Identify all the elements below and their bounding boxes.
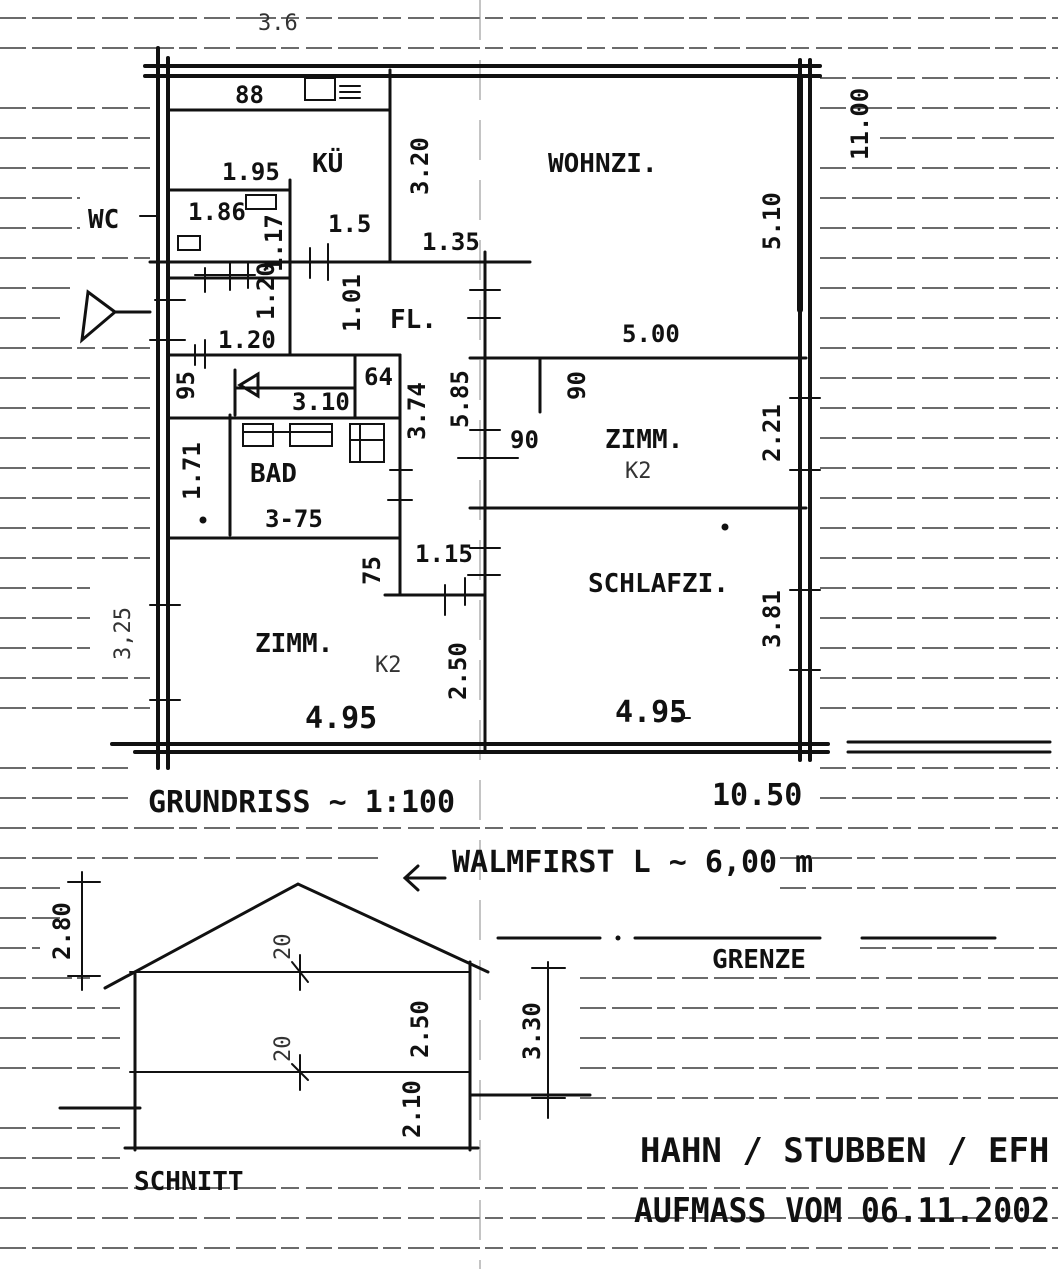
dim-slab-a: 20: [271, 934, 296, 961]
dim-90-a: 90: [563, 371, 591, 400]
dim-lower: 2.10: [398, 1080, 426, 1138]
dim-total-depth: 11.00: [846, 88, 874, 160]
dim-1-17: 1.17: [260, 214, 288, 272]
dim-2-50-a: 2.50: [444, 642, 472, 700]
dim-roof-height: 2.80: [48, 902, 76, 960]
dim-3-81: 3.81: [758, 590, 786, 648]
dim-88: 88: [235, 81, 264, 109]
dim-4-95-a: 4.95: [305, 701, 377, 736]
dim-3-10: 3.10: [292, 388, 350, 416]
dim-storey: 2.50: [406, 1000, 434, 1058]
dim-5-85: 5.85: [446, 370, 474, 428]
dim-1-86: 1.86: [188, 198, 246, 226]
dim-1-71: 1.71: [178, 442, 206, 500]
room-flur: FL.: [390, 305, 437, 335]
boundary-label: GRENZE: [712, 945, 806, 975]
dim-slab-b: 20: [271, 1036, 296, 1063]
footer-note: HAHN / STUBBEN / EFH AUFMASS VOM 06.11.2…: [634, 1131, 1050, 1231]
dim-75: 75: [358, 556, 386, 585]
top-partial-dim: 3.6: [258, 11, 298, 36]
section-labels: WALMFIRST L ~ 6,00 m GRENZE 2.80 20 20 2…: [48, 845, 813, 1197]
dim-total-height: 3.30: [518, 1002, 546, 1060]
room-zimmer-left-note: K2: [375, 653, 402, 678]
left-partial-dim: 3,25: [111, 607, 136, 660]
dim-1-01: 1.01: [338, 274, 366, 332]
dim-3-20: 3.20: [406, 137, 434, 195]
dim-95: 95: [172, 371, 200, 400]
room-kueche: KÜ: [312, 146, 343, 179]
plan-labels: 3.6 88 1.95 KÜ 3.20 WOHNZI. 11.00 5.10 W…: [88, 11, 874, 820]
dim-2-21: 2.21: [758, 404, 786, 462]
dim-1-15: 1.15: [415, 540, 473, 568]
dim-5-00: 5.00: [622, 320, 680, 348]
room-schlafzimmer: SCHLAFZI.: [588, 569, 729, 599]
label-wc: WC: [88, 205, 119, 235]
ridge-note: WALMFIRST L ~ 6,00 m: [452, 845, 813, 880]
section-title: SCHNITT: [134, 1167, 244, 1197]
room-wohnzimmer: WOHNZI.: [548, 149, 658, 179]
room-zimmer-left: ZIMM.: [255, 629, 333, 659]
section-drawing: [58, 740, 1052, 1152]
footer-line-2: AUFMASS VOM 06.11.2002: [634, 1191, 1050, 1231]
plan-title: GRUNDRISS ~ 1:100: [148, 785, 455, 820]
dim-64: 64: [364, 363, 393, 391]
dim-1-20-b: 1.20: [218, 326, 276, 354]
room-bad: BAD: [250, 459, 297, 489]
dim-90-b: 90: [510, 426, 539, 454]
dim-5-10: 5.10: [758, 192, 786, 250]
dim-1-35: 1.35: [422, 228, 480, 256]
floor-plan: [80, 46, 830, 770]
room-zimmer-right-note: K2: [625, 459, 652, 484]
dim-1-95: 1.95: [222, 158, 280, 186]
dim-3-74: 3.74: [403, 382, 431, 440]
dim-4-95-b: 4.95: [615, 695, 687, 730]
dim-3-75: 3-75: [265, 505, 323, 533]
footer-line-1: HAHN / STUBBEN / EFH: [640, 1131, 1049, 1171]
dim-total-width: 10.50: [712, 778, 802, 813]
dim-1-20-a: 1.20: [252, 262, 280, 320]
dim-1-5: 1.5: [328, 210, 371, 238]
room-zimmer-right: ZIMM.: [605, 425, 683, 455]
